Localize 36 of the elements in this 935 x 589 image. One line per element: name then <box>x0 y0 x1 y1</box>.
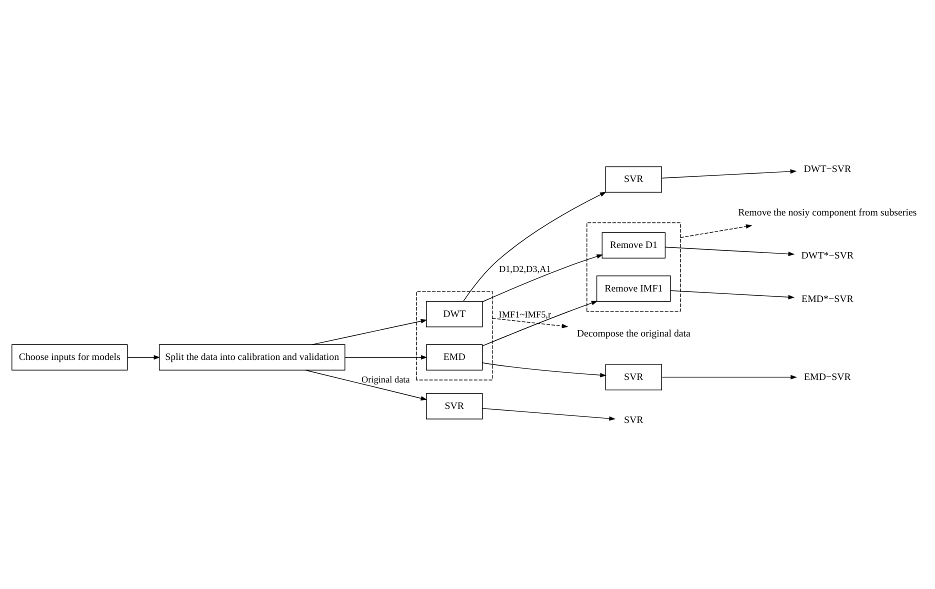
arrow <box>664 246 795 256</box>
arrow <box>463 191 606 302</box>
arrow <box>661 168 797 178</box>
arrow <box>661 374 798 379</box>
arrow <box>344 354 428 360</box>
node-text: Remove the nosiy component from subseries <box>738 206 917 218</box>
node-box: SVR <box>605 364 662 390</box>
node-box: SVR <box>605 166 662 192</box>
arrow <box>680 224 752 238</box>
arrow <box>312 318 428 344</box>
node-box: DWT <box>426 300 483 327</box>
node-text: EMD−SVR <box>804 371 851 382</box>
arrow <box>304 369 428 400</box>
node-text: SVR <box>624 414 644 426</box>
node-text: Decompose the original data <box>576 328 690 340</box>
node-text: DWT*−SVR <box>801 250 854 262</box>
arrow <box>127 354 160 360</box>
node-text: EMD*−SVR <box>802 293 854 304</box>
edge-label: Original data <box>362 374 410 384</box>
arrow <box>482 408 616 420</box>
node-box: Remove IMF1 <box>596 275 671 302</box>
arrow <box>670 290 795 299</box>
arrow <box>492 317 568 328</box>
node-box: Split the data into calibration and validation <box>158 344 346 370</box>
node-text: DWT−SVR <box>804 164 852 175</box>
node-box: EMD <box>426 344 483 370</box>
edge-label: IMF1~IMF5,r <box>498 308 552 319</box>
arrow <box>482 254 604 302</box>
edge-label: D1,D2,D3,A1 <box>498 263 551 274</box>
arrow <box>482 362 607 377</box>
node-box: Remove D1 <box>602 232 666 258</box>
cluster <box>586 222 681 312</box>
cluster <box>416 290 493 380</box>
node-box: Choose inputs for models <box>12 344 128 370</box>
arrow <box>482 300 598 346</box>
node-box: SVR <box>426 392 483 419</box>
